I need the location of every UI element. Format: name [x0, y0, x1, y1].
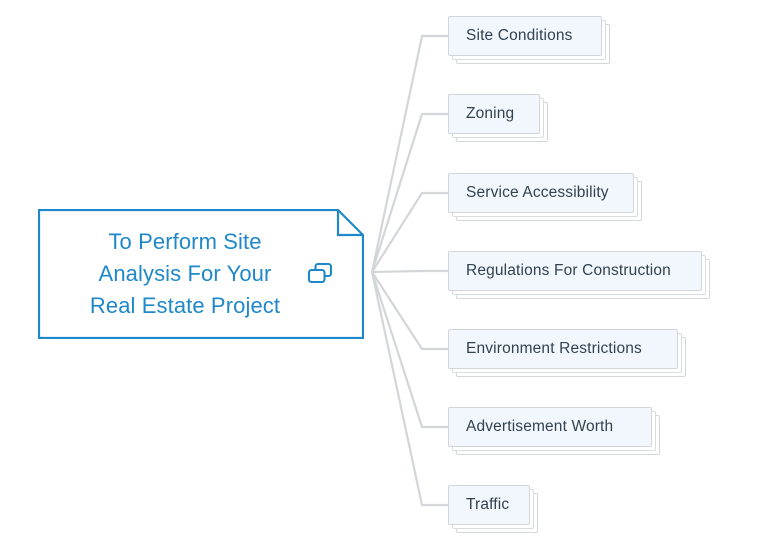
connector-line-3 [371, 191, 448, 273]
connector-line-2 [370, 112, 448, 273]
root-node[interactable]: To Perform Site Analysis For Your Real E… [38, 209, 364, 339]
card-face: Service Accessibility [448, 173, 634, 213]
card-face: Traffic [448, 485, 530, 525]
branch-node-6[interactable]: Advertisement Worth [448, 407, 660, 455]
branch-label: Site Conditions [466, 27, 573, 44]
branch-label: Regulations For Construction [466, 262, 671, 279]
connector-line-4 [371, 269, 448, 274]
connector-line-7 [370, 271, 448, 507]
branch-node-5[interactable]: Environment Restrictions [448, 329, 686, 377]
connector-line-5 [371, 271, 448, 351]
branch-node-2[interactable]: Zoning [448, 94, 548, 142]
card-face: Zoning [448, 94, 540, 134]
branch-label: Service Accessibility [466, 184, 609, 201]
connector-line-1 [370, 34, 448, 273]
copy-icon[interactable] [306, 261, 334, 287]
branch-label: Advertisement Worth [466, 418, 614, 435]
root-node-shape [38, 209, 364, 339]
card-face: Environment Restrictions [448, 329, 678, 369]
branch-label: Traffic [466, 496, 510, 513]
branch-node-7[interactable]: Traffic [448, 485, 538, 533]
branch-label: Zoning [466, 105, 515, 122]
branch-node-4[interactable]: Regulations For Construction [448, 251, 710, 299]
card-face: Regulations For Construction [448, 251, 702, 291]
connector-line-6 [370, 271, 448, 429]
card-face: Advertisement Worth [448, 407, 652, 447]
card-face: Site Conditions [448, 16, 602, 56]
root-node-label: To Perform Site Analysis For Your Real E… [89, 229, 281, 318]
branch-node-1[interactable]: Site Conditions [448, 16, 610, 64]
branch-label: Environment Restrictions [466, 340, 642, 357]
branch-node-3[interactable]: Service Accessibility [448, 173, 642, 221]
